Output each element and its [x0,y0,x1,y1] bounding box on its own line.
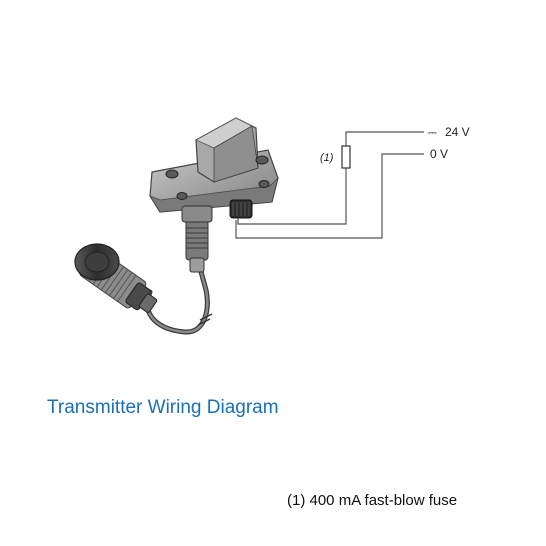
transmitter-housing [149,117,279,223]
fuse-marker-label: (1) [320,152,334,164]
supply-wires [235,131,424,239]
fuse-symbol [341,145,351,169]
wire-24v-top [345,131,424,148]
wire-0v [235,153,424,239]
supply-positive-label: 24 V [445,125,470,139]
diagram-title: Transmitter Wiring Diagram [47,397,279,418]
wire-24v [237,168,347,225]
proximity-sensor [74,243,158,313]
supply-negative-label: 0 V [430,147,448,161]
dc-symbol: ⎓ [428,127,437,139]
wiring-diagram: (1) ⎓ 24 V 0 V [74,117,470,335]
fuse-footnote: (1) 400 mA fast-blow fuse [287,492,458,509]
m12-connector [185,219,209,273]
